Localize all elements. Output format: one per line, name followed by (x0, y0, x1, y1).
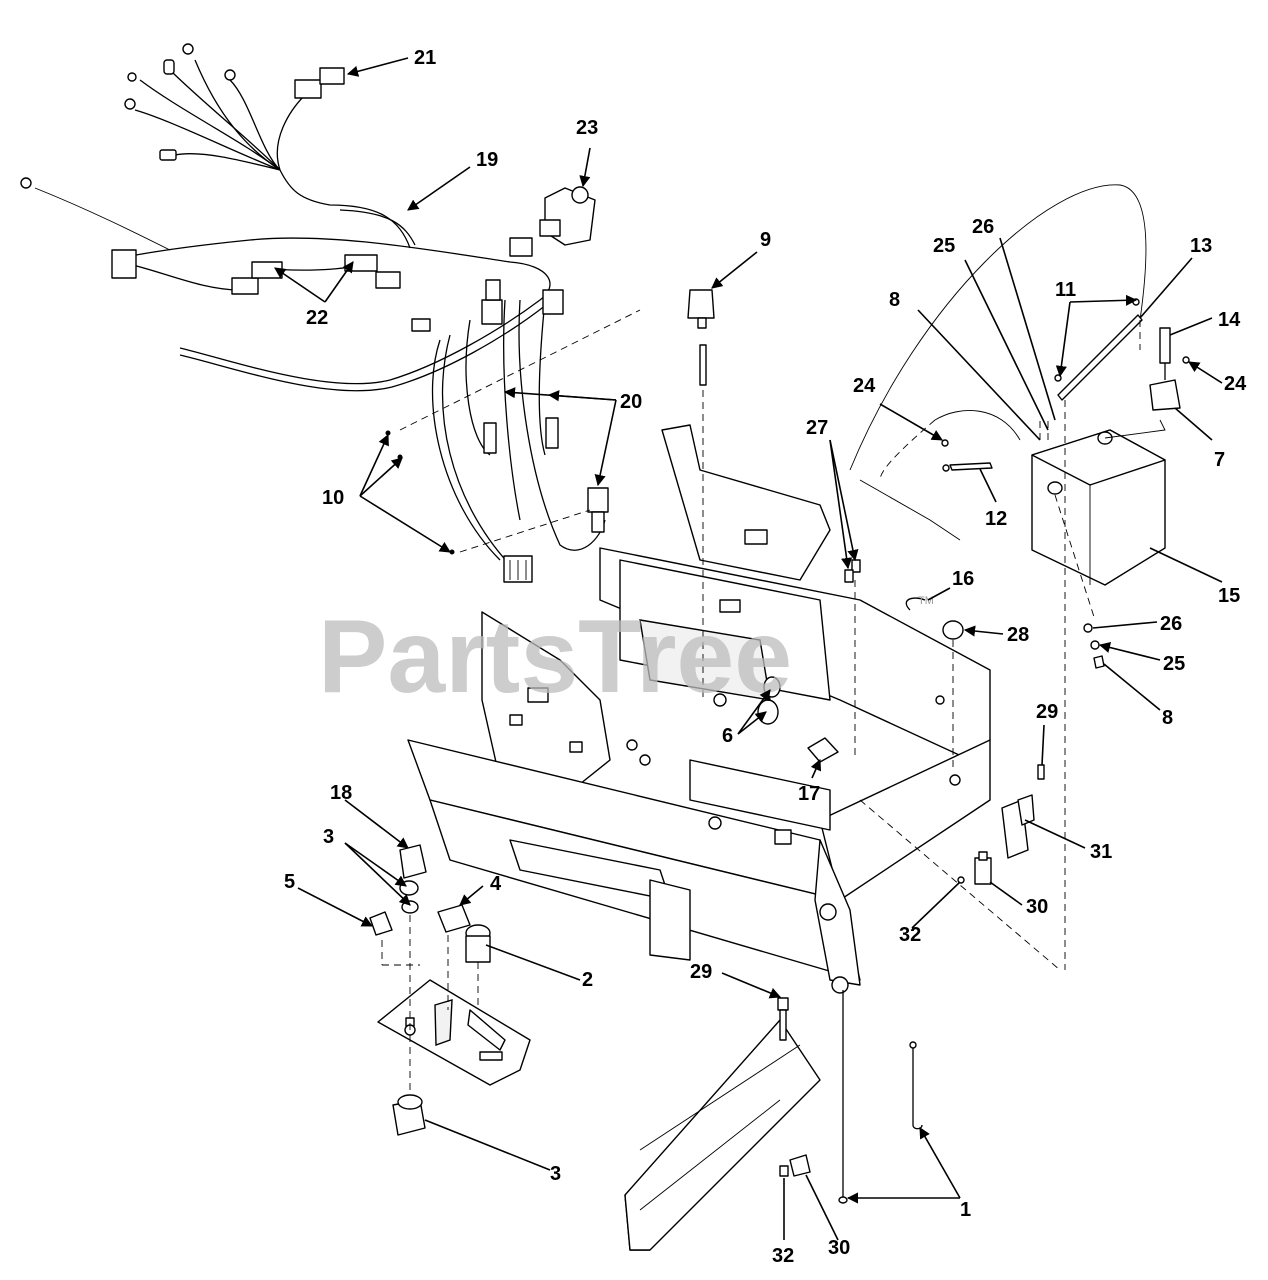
callout-2: 2 (582, 969, 593, 991)
callout-22: 22 (306, 307, 328, 329)
watermark-trademark: TM (918, 595, 934, 607)
callout-21: 21 (414, 47, 436, 69)
callout-24-right: 24 (1224, 373, 1247, 395)
lower-cover-plate (624, 990, 923, 1251)
callout-30-right: 30 (1026, 896, 1048, 918)
callout-20: 20 (620, 391, 642, 413)
callout-8-lower: 8 (1162, 707, 1173, 729)
callout-28: 28 (1007, 624, 1029, 646)
callout-11: 11 (1055, 279, 1076, 301)
callout-15: 15 (1218, 585, 1240, 607)
callout-19: 19 (476, 149, 498, 171)
dash-panel (369, 844, 531, 1136)
callout-25-lower: 25 (1163, 653, 1185, 675)
callout-9: 9 (760, 229, 771, 251)
callout-13: 13 (1190, 235, 1212, 257)
callout-26-upper: 26 (972, 216, 994, 238)
callout-32-bottom: 32 (772, 1245, 794, 1267)
callout-26-lower: 26 (1160, 613, 1182, 635)
callout-29-bottom: 29 (690, 961, 712, 983)
callout-5: 5 (284, 871, 295, 893)
callout-27: 27 (806, 417, 828, 439)
callout-10: 10 (322, 487, 344, 509)
callout-18: 18 (330, 782, 352, 804)
callout-7: 7 (1214, 449, 1225, 471)
callout-labels: 1 1 2 3 3 4 5 6 7 8 8 9 10 11 12 13 14 1… (284, 47, 1247, 1267)
callout-6: 6 (722, 725, 733, 747)
leader-lines (274, 57, 1223, 1241)
watermark: PartsTree TM (318, 595, 934, 715)
wiring-harness (20, 43, 606, 566)
callout-8-upper: 8 (889, 289, 900, 311)
callout-24-left: 24 (853, 375, 876, 397)
callout-16: 16 (952, 568, 974, 590)
callout-4: 4 (490, 873, 502, 895)
callout-17: 17 (798, 783, 820, 805)
callout-3-lower: 3 (550, 1163, 561, 1185)
callout-25-upper: 25 (933, 235, 955, 257)
callout-30-bottom: 30 (828, 1237, 850, 1259)
callout-23: 23 (576, 117, 598, 139)
callout-14: 14 (1218, 309, 1241, 331)
callout-1-a: 1 (960, 1199, 971, 1221)
watermark-text: PartsTree (318, 599, 792, 715)
callout-3-upper: 3 (323, 826, 334, 848)
main-frame (407, 289, 991, 994)
callout-29-right: 29 (1036, 701, 1058, 723)
callout-12: 12 (985, 508, 1007, 530)
callout-31: 31 (1090, 841, 1112, 863)
relay-switches (385, 279, 641, 583)
callout-32-right: 32 (899, 924, 921, 946)
